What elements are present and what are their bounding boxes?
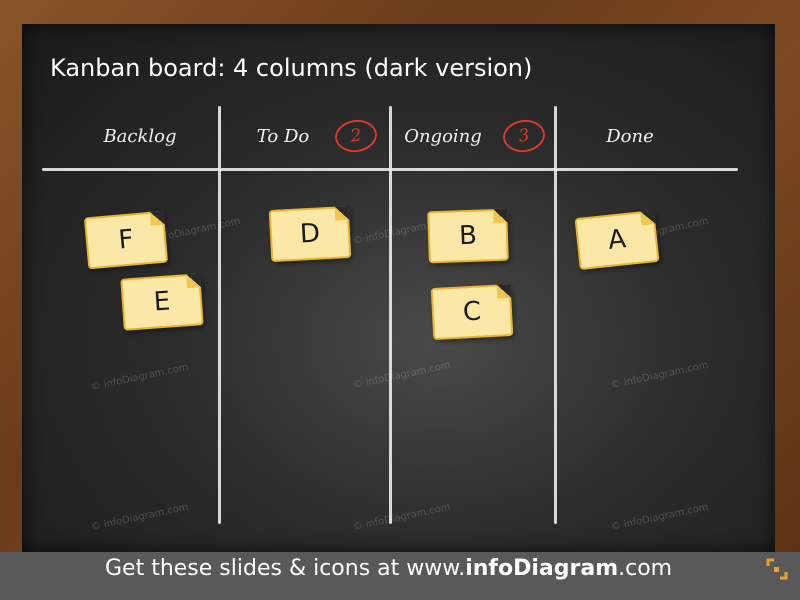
column-divider-1 [218,106,221,524]
watermark: © infoDiagram.com [89,361,190,394]
column-header-done: Done [606,126,654,147]
kanban-card[interactable]: A [574,209,660,271]
footer-bar [0,552,800,600]
footer-suffix: .com [618,556,673,581]
column-header-todo: To Do [256,126,310,147]
footer-brand: infoDiagram [465,556,619,581]
kanban-card[interactable]: F [83,210,169,270]
infodiagram-logo-icon [766,558,788,580]
kanban-card[interactable]: C [430,283,514,341]
watermark: © infoDiagram.com [609,359,710,392]
watermark: © infoDiagram.com [351,501,452,534]
kanban-card[interactable]: E [120,273,204,331]
column-divider-3 [554,106,557,524]
ongoing-count-badge: 3 [500,117,548,155]
column-header-backlog: Backlog [103,126,177,147]
watermark: © infoDiagram.com [351,359,452,392]
chalkboard: Kanban board: 4 columns (dark version) B… [22,24,775,552]
column-header-ongoing: Ongoing [404,126,482,147]
footer-text[interactable]: Get these slides & icons at www.infoDiag… [105,556,672,581]
footer-prefix: Get these slides & icons at www. [105,556,466,581]
watermark: © infoDiagram.com [609,501,710,534]
column-divider-2 [389,106,392,524]
kanban-card[interactable]: D [268,205,352,263]
watermark: © infoDiagram.com [89,501,190,534]
page-title: Kanban board: 4 columns (dark version) [50,54,533,82]
kanban-card[interactable]: B [427,208,509,264]
